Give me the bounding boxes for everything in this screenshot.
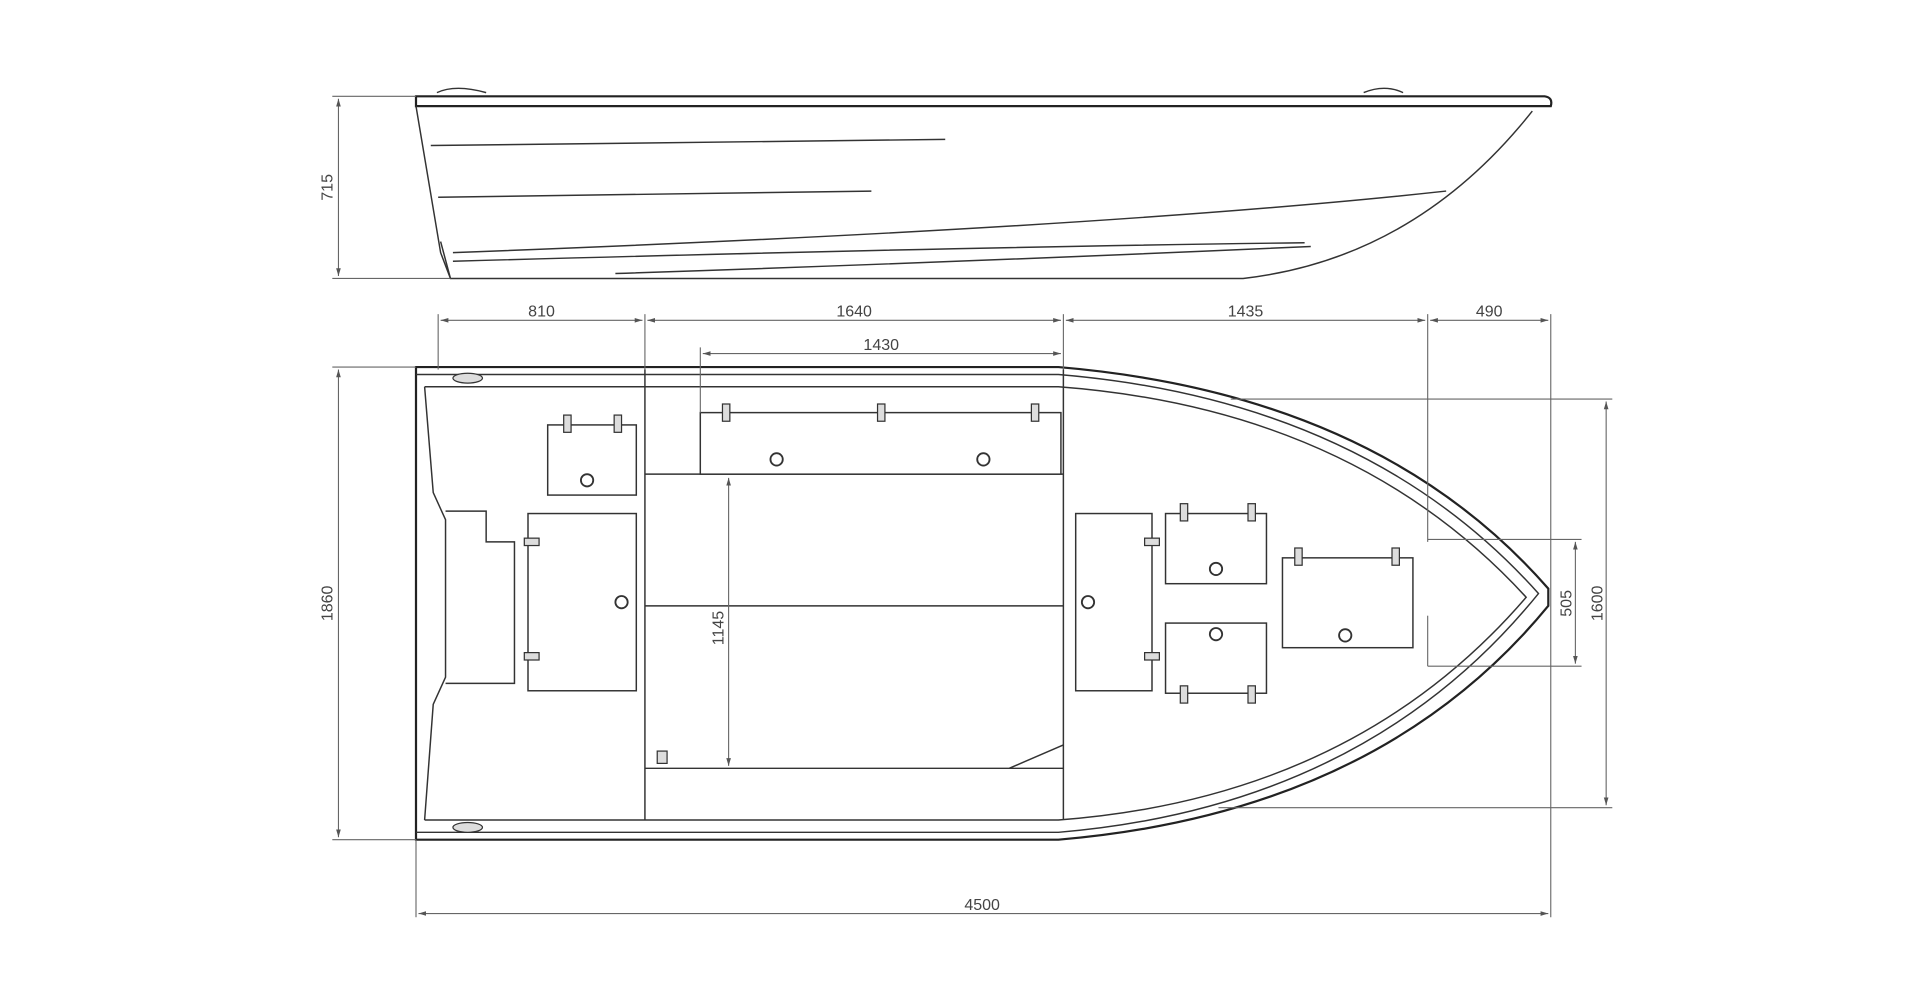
stern-hatch-small	[546, 424, 638, 496]
dim-label: 1600	[1589, 585, 1606, 621]
dim-label: 1640	[836, 304, 872, 321]
dim-label: 1435	[1228, 304, 1264, 321]
dim-label: 505	[1559, 590, 1576, 617]
dim-label: 1860	[319, 585, 336, 621]
dim-label: 1430	[863, 337, 899, 354]
dim-label: 4500	[964, 897, 1000, 914]
dim-label: 810	[528, 304, 555, 321]
dim-label: 715	[319, 174, 336, 201]
dim-label: 1145	[711, 611, 728, 646]
dimensions: 810 1640 1435 490 1430 1860 1145 1600 50…	[319, 304, 1613, 918]
dim-label: 490	[1476, 304, 1503, 321]
side-view: 715	[319, 87, 1553, 280]
top-view: 810 1640 1435 490 1430 1860 1145 1600 50…	[319, 304, 1613, 918]
bench-hatch	[699, 411, 1062, 475]
dim-height: 715	[319, 95, 451, 280]
